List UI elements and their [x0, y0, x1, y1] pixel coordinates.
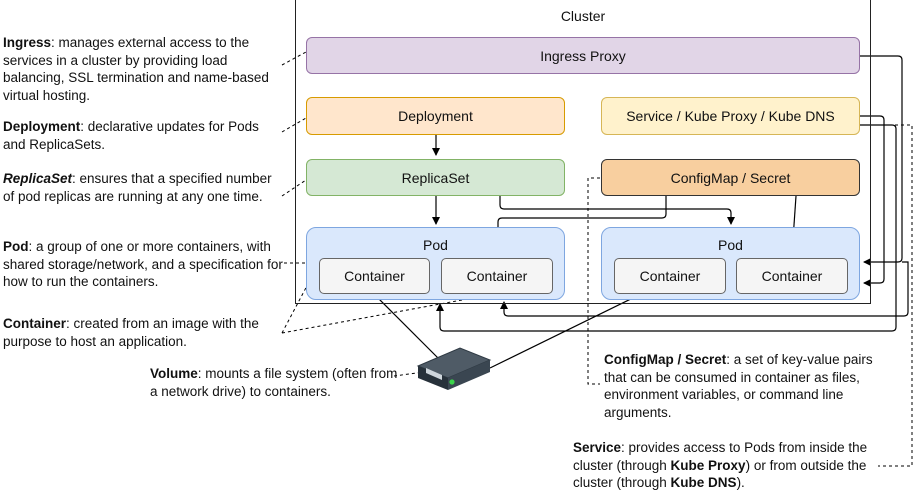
cluster-boundary: Cluster	[295, 0, 871, 304]
hard-drive-icon	[416, 347, 492, 390]
dash-container-note2	[281, 292, 501, 334]
note-ingress: Ingress: manages external access to the …	[3, 35, 269, 103]
container-box[interactable]: Container	[319, 258, 430, 294]
replicaset-node[interactable]: ReplicaSet	[306, 159, 565, 196]
note-volume: Volume: mounts a file system (often from…	[150, 366, 398, 399]
pod-1[interactable]: Pod Container Container	[306, 227, 565, 300]
configmap-node[interactable]: ConfigMap / Secret	[601, 159, 860, 196]
dash-replicaset-note	[281, 179, 307, 197]
container-box[interactable]: Container	[441, 258, 553, 294]
note-replicaset: ReplicaSet: ensures that a specified num…	[3, 171, 272, 204]
container-box[interactable]: Container	[614, 258, 726, 294]
note-configmap: ConfigMap / Secret: a set of key-value p…	[604, 352, 873, 420]
pod-2[interactable]: Pod Container Container	[601, 227, 860, 300]
note-pod: Pod: a group of one or more containers, …	[3, 239, 283, 289]
pod-label: Pod	[423, 237, 448, 253]
volume-link-2	[489, 292, 644, 369]
arrow-replicaset-pod2	[499, 196, 735, 225]
arrow-ingress-pod1	[500, 261, 909, 317]
arrow-configmap-container	[494, 196, 667, 255]
container-box[interactable]: Container	[736, 258, 848, 294]
arrow-service-pod2	[859, 115, 885, 287]
pod-label: Pod	[718, 237, 743, 253]
service-node[interactable]: Service / Kube Proxy / Kube DNS	[601, 97, 860, 135]
dash-configmap-note	[587, 177, 600, 385]
volume-link-1	[372, 292, 441, 361]
dash-deployment-note	[281, 117, 307, 133]
arrow-ingress-pod2	[859, 55, 903, 266]
deployment-node[interactable]: Deployment	[306, 97, 565, 135]
note-service: Service: provides access to Pods from in…	[573, 440, 868, 490]
note-deployment: Deployment: declarative updates for Pods…	[3, 119, 259, 152]
cluster-label: Cluster	[560, 8, 606, 24]
dash-ingress-note	[281, 51, 307, 66]
note-container: Container: created from an image with th…	[3, 316, 259, 349]
dash-container-note	[281, 264, 319, 334]
ingress-proxy-node[interactable]: Ingress Proxy	[306, 37, 860, 74]
arrow-service-pod1	[436, 124, 897, 332]
dash-service-note	[859, 124, 913, 467]
